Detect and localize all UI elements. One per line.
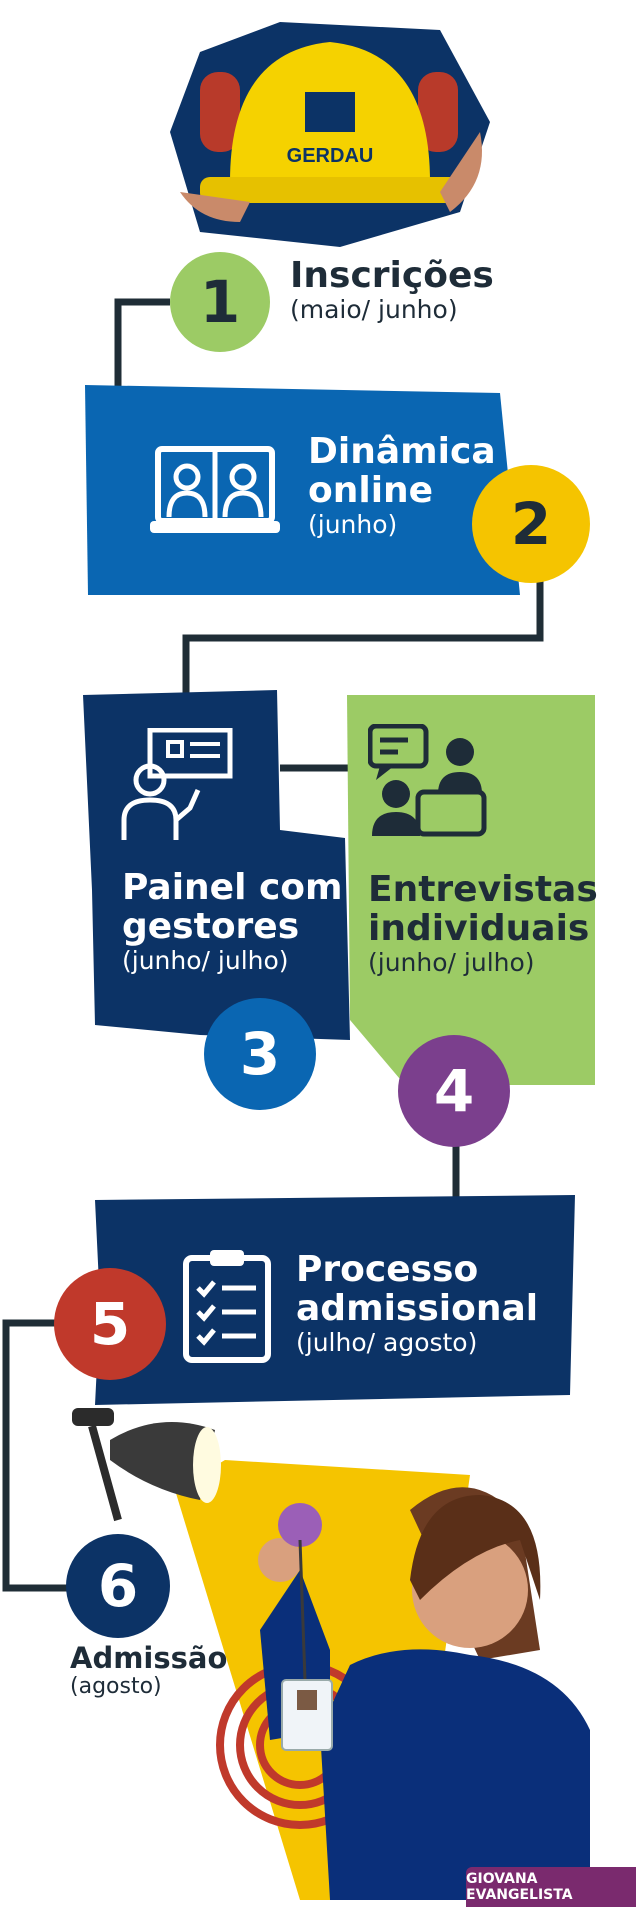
step-4-label: Entrevistas individuais (junho/ julho) (368, 870, 598, 978)
step-2-panel (85, 385, 520, 595)
step-3-title-line-2: gestores (122, 906, 300, 947)
step-5-number: 5 (54, 1268, 166, 1380)
step-3-label: Painel com gestores (junho/ julho) (122, 868, 343, 976)
step-3-subtitle: (junho/ julho) (122, 946, 289, 975)
step-4-title-line-1: Entrevistas (368, 869, 598, 910)
step-1-subtitle: (maio/ junho) (290, 295, 458, 324)
badge-icon (281, 1539, 333, 1751)
step-6-label: Admissão (agosto) (70, 1642, 227, 1700)
step-5-label: Processo admissional (julho/ agosto) (296, 1250, 538, 1358)
connector-5-6 (2, 1319, 70, 1592)
step-2-subtitle: (junho) (308, 510, 398, 539)
step-1-number: 1 (170, 252, 270, 352)
step-1-title: Inscrições (290, 255, 494, 296)
lamp-illustration (72, 1408, 590, 1900)
step-5-panel (95, 1195, 575, 1405)
helmet-illustration: GERDAU (160, 12, 500, 252)
desk-lamp-icon (72, 1408, 221, 1522)
step-6-title: Admissão (70, 1641, 228, 1675)
step-3-title-line-1: Painel com (122, 867, 343, 908)
checklist-icon (182, 1248, 272, 1368)
step-4-title-line-2: individuais (368, 908, 590, 949)
step-5-subtitle: (julho/ agosto) (296, 1328, 478, 1357)
hard-hat-icon: GERDAU (170, 22, 490, 247)
step-2-title-line-2: online (308, 470, 434, 511)
photo-caption: GIOVANA EVANGELISTA (466, 1867, 636, 1907)
step-6-subtitle: (agosto) (70, 1674, 162, 1699)
step-4-subtitle: (junho/ julho) (368, 948, 535, 977)
presenter-icon (120, 727, 240, 848)
conversation-icon (367, 723, 488, 842)
connector-2-3 (182, 570, 544, 700)
step-5-title-line-1: Processo (296, 1249, 479, 1290)
step-2-label: Dinâmica online (junho) (308, 432, 496, 540)
step-6-number: 6 (66, 1534, 170, 1638)
step-3-number: 3 (204, 998, 316, 1110)
video-call-icon (150, 445, 280, 541)
helmet-brand-text: GERDAU (287, 145, 374, 167)
step-1-label: Inscrições (maio/ junho) (290, 256, 494, 325)
step-2-title-line-1: Dinâmica (308, 431, 496, 472)
step-4-number: 4 (398, 1035, 510, 1147)
step-5-title-line-2: admissional (296, 1288, 539, 1329)
person-photo (258, 1487, 590, 1900)
step-2-number: 2 (472, 465, 590, 583)
